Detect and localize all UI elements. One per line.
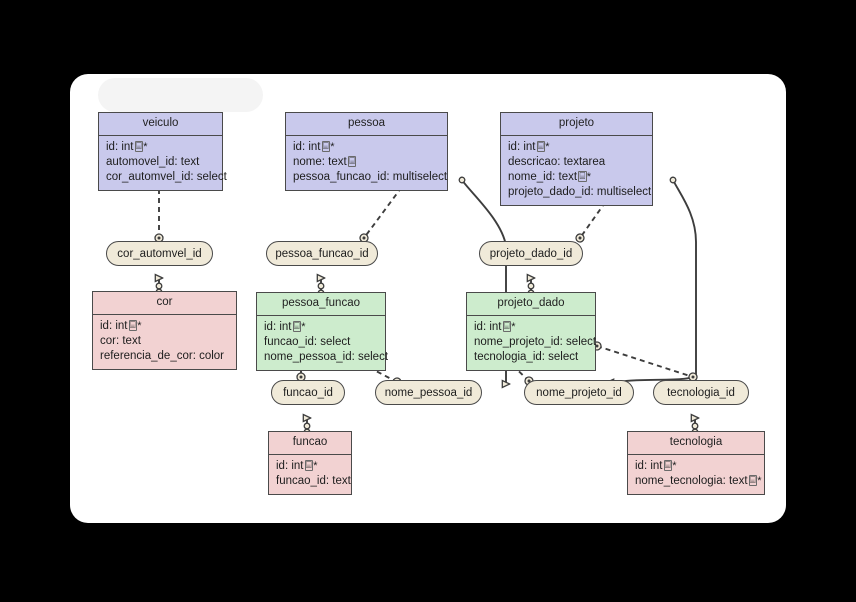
table-field: id: int⌸*	[293, 141, 335, 153]
key-icon: ⌸	[663, 460, 673, 471]
table-veiculo[interactable]: veiculo id: int⌸* automovel_id: text cor…	[98, 112, 227, 191]
table-cor[interactable]: cor id: int⌸* cor: text referencia_de_co…	[92, 291, 237, 370]
key-icon: ⌸	[304, 460, 314, 471]
background-blob	[98, 78, 263, 112]
oval-cor-automvel-id[interactable]: cor_automvel_id	[106, 241, 213, 266]
table-fields: id: int⌸* nome_tecnologia: text⌸*	[628, 455, 764, 494]
key-icon: ⌸	[292, 321, 302, 332]
table-pessoa-funcao[interactable]: pessoa_funcao id: int⌸* funcao_id: selec…	[256, 292, 389, 371]
table-title: projeto	[501, 113, 652, 136]
table-field: nome_pessoa_id: select	[264, 351, 389, 363]
table-title: funcao	[269, 432, 351, 455]
oval-label: tecnologia_id	[667, 386, 735, 399]
key-icon: ⌸	[134, 141, 144, 152]
table-fields: id: int⌸* nome_projeto_id: select tecnol…	[467, 316, 597, 370]
table-field: id: int⌸*	[106, 141, 148, 153]
table-projeto[interactable]: projeto id: int⌸* descricao: textarea no…	[500, 112, 653, 206]
oval-label: funcao_id	[283, 386, 333, 399]
key-icon: ⌸	[347, 156, 357, 167]
table-fields: id: int⌸* funcao_id: select nome_pessoa_…	[257, 316, 389, 370]
table-field: nome_id: text⌸*	[508, 171, 592, 183]
table-funcao[interactable]: funcao id: int⌸* funcao_id: text	[268, 431, 352, 495]
table-title: pessoa	[286, 113, 447, 136]
key-icon: ⌸	[502, 321, 512, 332]
oval-pessoa-funcao-id[interactable]: pessoa_funcao_id	[266, 241, 378, 266]
oval-label: nome_projeto_id	[536, 386, 622, 399]
key-icon: ⌸	[536, 141, 546, 152]
table-fields: id: int⌸* descricao: textarea nome_id: t…	[501, 136, 652, 205]
oval-label: nome_pessoa_id	[384, 386, 473, 399]
key-icon: ⌸	[128, 320, 138, 331]
oval-label: pessoa_funcao_id	[275, 247, 369, 260]
oval-nome-pessoa-id[interactable]: nome_pessoa_id	[375, 380, 482, 405]
table-field: tecnologia_id: select	[474, 351, 579, 363]
table-field: cor: text	[100, 335, 141, 347]
table-fields: id: int⌸* automovel_id: text cor_automve…	[99, 136, 227, 190]
table-field: funcao_id: text	[276, 475, 351, 487]
diagram-card: veiculo id: int⌸* automovel_id: text cor…	[70, 74, 786, 523]
table-field: automovel_id: text	[106, 156, 200, 168]
table-field: descricao: textarea	[508, 156, 606, 168]
oval-tecnologia-id[interactable]: tecnologia_id	[653, 380, 749, 405]
table-projeto-dado[interactable]: projeto_dado id: int⌸* nome_projeto_id: …	[466, 292, 596, 371]
table-field: nome_tecnologia: text⌸*	[635, 475, 762, 487]
oval-funcao-id[interactable]: funcao_id	[271, 380, 345, 405]
table-field: projeto_dado_id: multiselect	[508, 186, 652, 198]
oval-label: cor_automvel_id	[117, 247, 202, 260]
table-field: id: int⌸*	[635, 460, 677, 472]
table-field: id: int⌸*	[100, 320, 142, 332]
table-fields: id: int⌸* nome: text⌸ pessoa_funcao_id: …	[286, 136, 447, 190]
table-title: cor	[93, 292, 236, 315]
key-icon: ⌸	[321, 141, 331, 152]
table-field: nome: text⌸	[293, 156, 357, 168]
table-field: cor_automvel_id: select	[106, 171, 227, 183]
table-field: id: int⌸*	[276, 460, 318, 472]
oval-nome-projeto-id[interactable]: nome_projeto_id	[524, 380, 634, 405]
table-pessoa[interactable]: pessoa id: int⌸* nome: text⌸ pessoa_func…	[285, 112, 448, 191]
table-title: veiculo	[99, 113, 222, 136]
table-field: id: int⌸*	[508, 141, 550, 153]
connector-projeto_dado-tecnologia_id	[592, 341, 698, 382]
table-field: pessoa_funcao_id: multiselect	[293, 171, 448, 183]
table-tecnologia[interactable]: tecnologia id: int⌸* nome_tecnologia: te…	[627, 431, 765, 495]
table-title: pessoa_funcao	[257, 293, 385, 316]
table-field: referencia_de_cor: color	[100, 350, 225, 362]
table-field: funcao_id: select	[264, 336, 351, 348]
table-title: tecnologia	[628, 432, 764, 455]
oval-label: projeto_dado_id	[489, 247, 573, 260]
connector-projeto-nome_projeto_id	[612, 180, 697, 384]
table-field: id: int⌸*	[264, 321, 306, 333]
key-icon: ⌸	[578, 171, 587, 182]
key-icon: ⌸	[748, 475, 758, 486]
table-field: id: int⌸*	[474, 321, 516, 333]
table-field: nome_projeto_id: select	[474, 336, 597, 348]
table-title: projeto_dado	[467, 293, 595, 316]
table-fields: id: int⌸* cor: text referencia_de_cor: c…	[93, 315, 236, 369]
oval-projeto-dado-id[interactable]: projeto_dado_id	[479, 241, 583, 266]
table-fields: id: int⌸* funcao_id: text	[269, 455, 351, 494]
